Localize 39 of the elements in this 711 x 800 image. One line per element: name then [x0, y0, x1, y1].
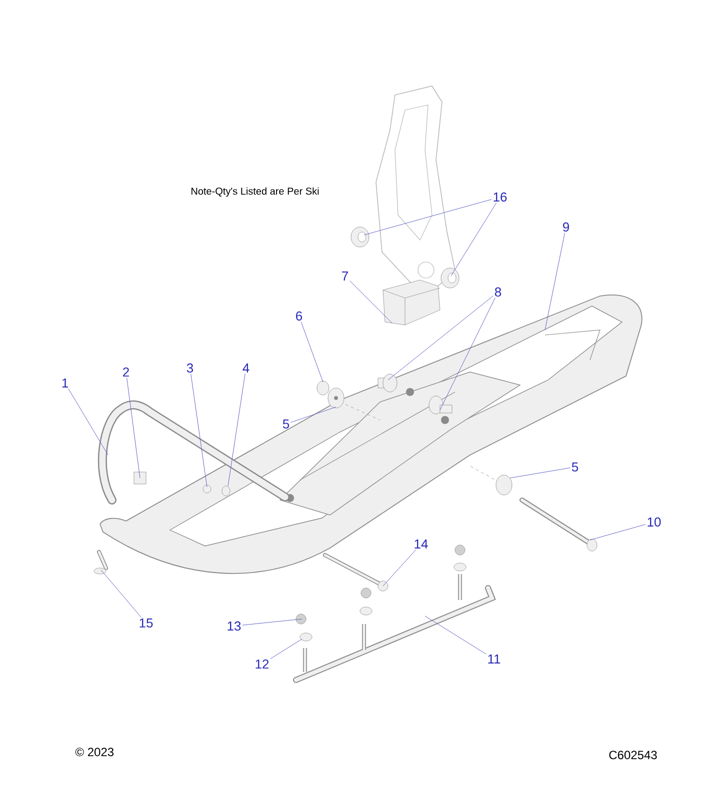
leader-line	[350, 280, 392, 324]
leader-line	[544, 232, 566, 330]
callout-number: 16	[494, 192, 507, 202]
leader-line	[228, 373, 246, 486]
leader-line	[100, 570, 142, 618]
leader-line	[270, 638, 302, 659]
leader-line	[242, 618, 302, 626]
callout-number: 11	[488, 654, 500, 664]
callout-number: 12	[256, 659, 269, 669]
callout-number: 9	[563, 222, 569, 232]
leader-line	[424, 616, 486, 654]
leader-line	[364, 199, 492, 236]
callout-number: 13	[228, 621, 241, 631]
figure-number: C602543	[609, 750, 657, 760]
callout-number: 8	[494, 287, 502, 297]
callout-number: 4	[242, 364, 250, 372]
leader-line	[450, 202, 497, 276]
callout-number: 14	[414, 540, 428, 548]
leader-line	[300, 322, 324, 382]
callout-number: 6	[296, 311, 302, 321]
callout-number: 1	[62, 378, 68, 388]
leader-line	[382, 549, 416, 586]
callout-number: 7	[342, 272, 348, 280]
callout-number: 15	[140, 618, 153, 628]
leader-line	[440, 298, 496, 410]
callout-number: 5	[282, 419, 290, 429]
callout-number: 3	[186, 363, 194, 373]
callout-number: 2	[123, 367, 129, 377]
leader-line	[388, 296, 494, 380]
leader-line	[290, 406, 336, 423]
note-text: Note-Qty's Listed are Per Ski	[192, 187, 319, 197]
leader-line	[510, 468, 570, 478]
copyright-text: © 2023	[75, 748, 114, 756]
leader-line	[190, 374, 208, 488]
callout-number: 10	[648, 517, 661, 527]
leader-line	[590, 524, 646, 540]
leader-line	[68, 388, 108, 456]
callout-number: 5	[572, 462, 578, 472]
leader-line	[126, 378, 140, 478]
